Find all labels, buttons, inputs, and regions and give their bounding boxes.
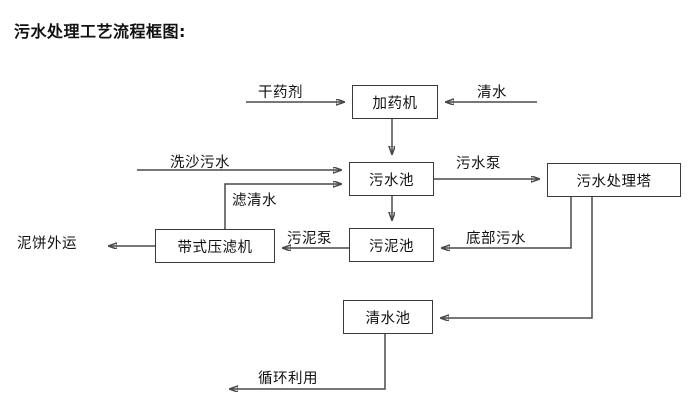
edge-label-sludge-pump: 污泥泵 <box>287 231 332 247</box>
edge-label-bottom-sewage: 底部污水 <box>466 231 526 247</box>
node-sludge-pool[interactable]: 污泥池 <box>349 228 434 262</box>
edge-label-sewage-pump: 污水泵 <box>456 156 501 172</box>
terminal-label-mud-cake-transport: 泥饼外运 <box>17 236 77 252</box>
node-belt-filter-press-label: 带式压滤机 <box>177 239 253 256</box>
node-sewage-pool[interactable]: 污水池 <box>349 162 434 196</box>
edge-label-dry-reagent: 干药剂 <box>258 85 303 101</box>
node-belt-filter-press[interactable]: 带式压滤机 <box>155 229 275 263</box>
terminal-label-recycling-reuse: 循环利用 <box>258 371 318 387</box>
node-clear-water-pool[interactable]: 清水池 <box>343 300 433 334</box>
node-sewage-treatment-tower-label: 污水处理塔 <box>576 173 652 190</box>
edge-label-clean-water: 清水 <box>477 85 507 101</box>
node-dosing-machine[interactable]: 加药机 <box>352 85 438 119</box>
edge-label-sand-washing-sewage: 洗沙污水 <box>170 155 230 171</box>
edge-label-filtrate-clear-water: 滤清水 <box>232 193 277 209</box>
node-clear-water-pool-label: 清水池 <box>365 310 411 327</box>
node-sludge-pool-label: 污泥池 <box>369 238 414 255</box>
node-sewage-pool-label: 污水池 <box>369 172 414 189</box>
node-sewage-treatment-tower[interactable]: 污水处理塔 <box>547 163 681 197</box>
node-dosing-machine-label: 加药机 <box>372 95 418 112</box>
page-title: 污水处理工艺流程框图: <box>14 22 186 41</box>
wire-tower-to-clearwater-pool <box>441 197 593 318</box>
